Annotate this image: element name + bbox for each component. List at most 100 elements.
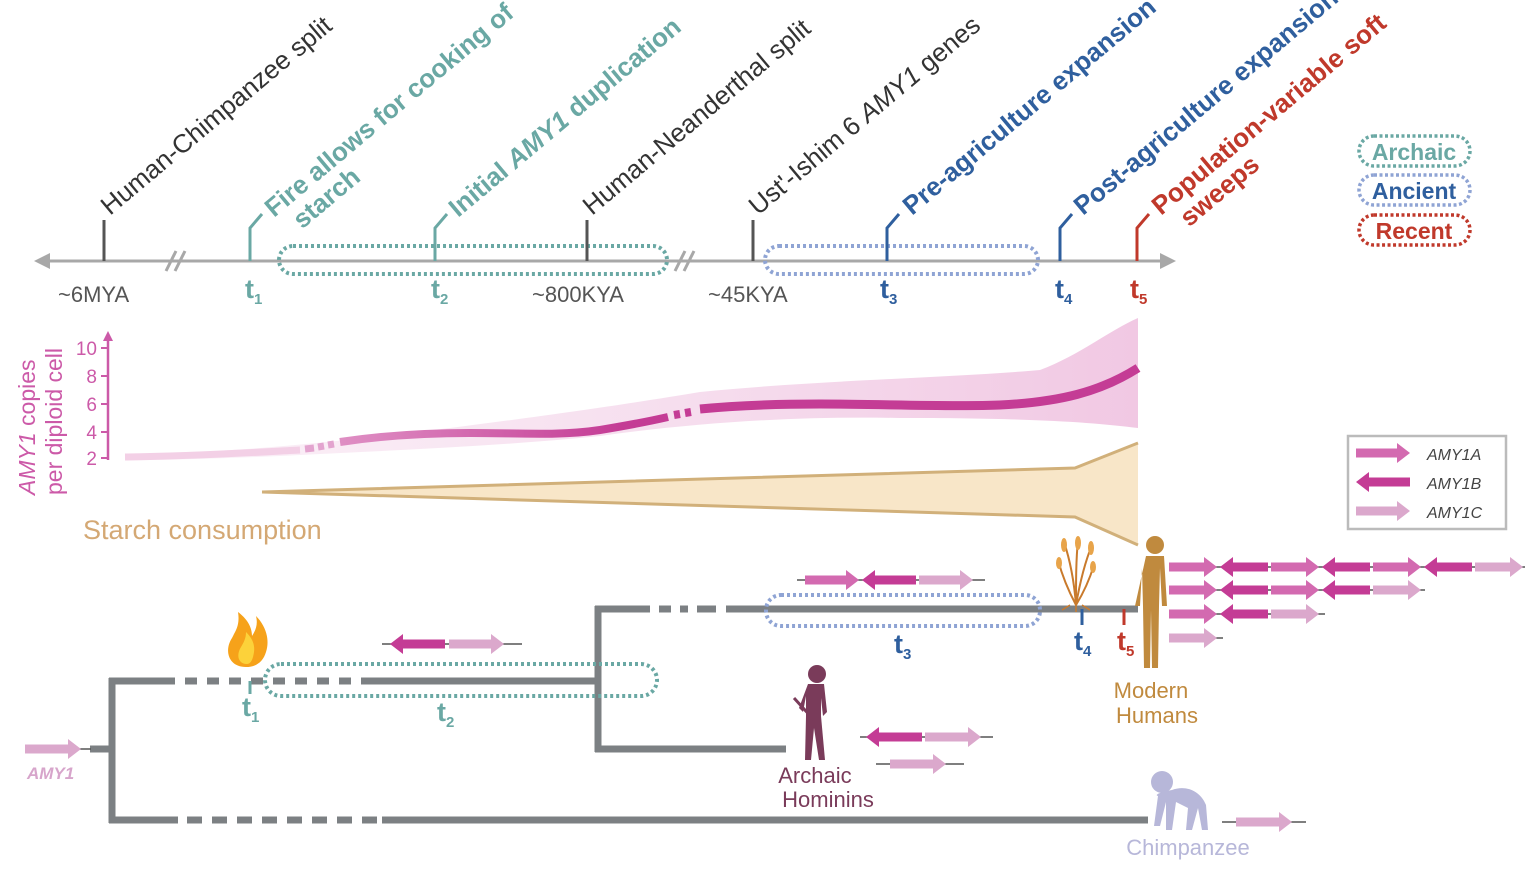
copy-number-trend-mid bbox=[339, 413, 669, 446]
copy-axis-arrow bbox=[103, 331, 113, 341]
legend-archaic-box bbox=[1357, 134, 1472, 168]
amy1c-gene-arrow bbox=[919, 570, 973, 590]
amy1b-gene-arrow bbox=[1322, 580, 1370, 600]
amy1a-gene-arrow bbox=[1169, 604, 1217, 624]
copy-tick-4: 4 bbox=[86, 423, 97, 444]
starch-consumption-panel: Starch consumption bbox=[83, 441, 1139, 547]
amy1a-gene-arrow bbox=[1169, 580, 1217, 600]
marker-initial bbox=[433, 213, 449, 261]
legend-recent-box bbox=[1357, 213, 1472, 247]
axis-break-2 bbox=[673, 250, 696, 272]
archaic-hominins-label: Archaic Hominins bbox=[778, 763, 874, 812]
time-point-t5: t5 bbox=[1130, 274, 1147, 308]
tree-ancient-box bbox=[764, 593, 1042, 628]
legend-amy1a-label: AMY1A bbox=[1426, 447, 1481, 464]
marker-fire bbox=[248, 213, 264, 261]
legend-amy1b-label: AMY1B bbox=[1426, 476, 1482, 493]
starch-consumption-wedge bbox=[262, 443, 1138, 545]
tree-time-point-t3: t3 bbox=[894, 629, 911, 663]
period-legend: Archaic Ancient Recent bbox=[1357, 134, 1472, 247]
modern-haplotype-3 bbox=[1169, 604, 1325, 624]
legend-amy1c-label: AMY1C bbox=[1426, 505, 1483, 522]
gene-legend-arrows bbox=[1356, 443, 1410, 521]
amy1b-gene-arrow bbox=[390, 634, 445, 654]
legend-amy1a-arrow bbox=[1356, 443, 1410, 463]
amy1a-gene-arrow bbox=[805, 570, 859, 590]
copy-number-confidence-band bbox=[125, 318, 1138, 460]
tick-label-6mya: ~6MYA bbox=[58, 282, 129, 307]
timeline-left-arrow bbox=[34, 253, 50, 269]
timeline-right-arrow bbox=[1160, 253, 1176, 269]
amy1b-gene-arrow bbox=[1220, 557, 1268, 577]
copy-number-trend-late bbox=[699, 364, 1141, 414]
starch-consumption-edge bbox=[261, 441, 1139, 547]
tree-time-point-t1: t1 bbox=[242, 692, 259, 726]
root-gene-label: AMY1 bbox=[26, 764, 74, 783]
wheat-icon bbox=[1056, 536, 1096, 612]
copy-tick-2: 2 bbox=[86, 449, 97, 470]
legend-ancient-box bbox=[1357, 173, 1472, 207]
amy1c-gene-arrow bbox=[925, 727, 981, 747]
modern-humans-label: Modern Humans bbox=[1114, 678, 1198, 728]
amy1c-gene-arrow bbox=[1236, 812, 1292, 832]
amy1b-gene-arrow bbox=[1220, 604, 1268, 624]
archaic-hominin-icon bbox=[792, 665, 827, 760]
legend-amy1b-arrow bbox=[1356, 472, 1410, 492]
modern-haplotype-4 bbox=[1169, 628, 1223, 648]
archaic-gene-cluster-2 bbox=[876, 754, 964, 774]
modern-haplotype-2 bbox=[1169, 580, 1425, 600]
tree-archaic-box bbox=[263, 662, 659, 698]
copy-number-gap-dashes bbox=[304, 408, 692, 453]
marker-post-agriculture bbox=[1058, 213, 1074, 261]
copy-tick-8: 8 bbox=[86, 367, 97, 388]
chimpanzee-icon bbox=[1151, 771, 1208, 830]
amy1c-gene-arrow bbox=[25, 739, 81, 759]
amy1a-gene-arrow bbox=[1169, 557, 1217, 577]
amy1b-gene-arrow bbox=[862, 570, 916, 590]
amy1c-gene-arrow bbox=[449, 634, 504, 654]
marker-population-variable bbox=[1135, 213, 1151, 261]
copy-number-panel: AMY1 copies per diploid cell 10 8 6 4 2 bbox=[14, 318, 1141, 497]
time-point-t2: t2 bbox=[431, 274, 448, 308]
copy-axis-title: AMY1 copies bbox=[14, 359, 40, 497]
amy1c-gene-arrow bbox=[1373, 580, 1421, 600]
tree-time-point-t2: t2 bbox=[437, 697, 454, 731]
legend-amy1c-arrow bbox=[1356, 501, 1410, 521]
ancient-period-box bbox=[763, 244, 1040, 276]
legend-archaic-label: Archaic bbox=[1372, 139, 1457, 165]
amy1c-gene-arrow bbox=[890, 754, 946, 774]
amy1b-gene-arrow bbox=[1424, 557, 1472, 577]
copy-tick-10: 10 bbox=[76, 339, 97, 360]
copy-tick-6: 6 bbox=[86, 395, 97, 416]
amy1b-gene-arrow bbox=[1322, 557, 1370, 577]
modern-human-icon bbox=[1135, 536, 1167, 668]
amy1a-gene-arrow bbox=[1373, 557, 1421, 577]
tree-time-point-t5: t5 bbox=[1117, 626, 1134, 660]
amy1c-gene-arrow bbox=[1271, 604, 1319, 624]
axis-break-1 bbox=[164, 250, 187, 272]
copy-axis-ticks bbox=[101, 347, 108, 459]
amy1c-gene-arrow bbox=[1475, 557, 1523, 577]
phylogeny-tree: t1 t2 t3 t4 t5 bbox=[25, 536, 1525, 860]
archaic-period-box bbox=[277, 244, 669, 276]
tree-time-point-t4: t4 bbox=[1074, 626, 1092, 660]
amy1c-gene-arrow bbox=[1169, 628, 1217, 648]
marker-pre-agriculture bbox=[885, 213, 901, 261]
legend-recent-label: Recent bbox=[1376, 218, 1453, 244]
chimp-gene-cluster bbox=[1222, 812, 1306, 832]
tick-label-45kya: ~45KYA bbox=[708, 282, 788, 307]
amy1a-gene-arrow bbox=[1271, 557, 1319, 577]
starch-consumption-label: Starch consumption bbox=[83, 515, 322, 545]
legend-ancient-label: Ancient bbox=[1372, 178, 1457, 204]
gene-arrow-clusters bbox=[25, 557, 1525, 832]
gene-legend: AMY1A AMY1B AMY1C bbox=[1346, 434, 1508, 531]
fire-icon bbox=[228, 612, 268, 667]
tick-label-800kya: ~800KYA bbox=[532, 282, 624, 307]
time-point-t4: t4 bbox=[1055, 274, 1073, 308]
amy1b-gene-arrow bbox=[866, 727, 922, 747]
timeline: Human-Chimpanzee split Fire allows for c… bbox=[34, 0, 1392, 308]
time-point-t1: t1 bbox=[245, 274, 262, 308]
archaic-gene-cluster-1 bbox=[860, 727, 993, 747]
duplication-gene-cluster bbox=[382, 634, 522, 654]
